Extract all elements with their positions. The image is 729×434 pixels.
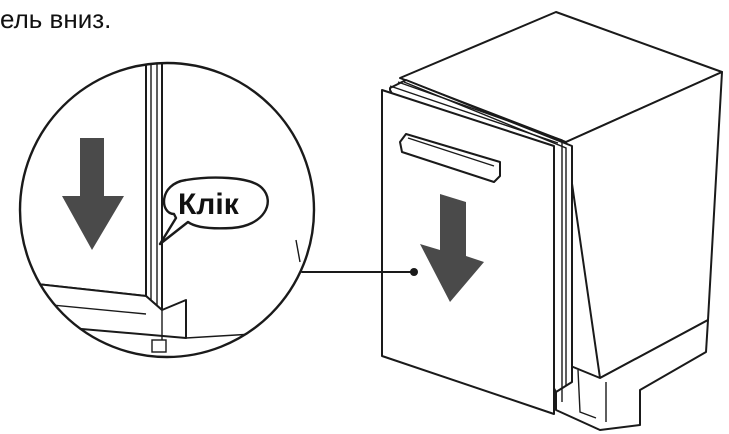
click-label: Клік: [178, 188, 240, 221]
dishwasher-body: [399, 11, 723, 431]
panel-bevel: [389, 85, 559, 144]
handle-bar: [399, 133, 501, 183]
detail-magnifier: Клік: [18, 61, 316, 359]
detail-edge-strip: [145, 63, 163, 311]
click-speech-bubble: Клік: [158, 176, 269, 246]
panel-top-edge: [397, 81, 563, 402]
detail-panel: [20, 63, 147, 297]
instruction-caption: ель вниз.: [0, 4, 112, 34]
cabinet-plinth: [555, 319, 709, 431]
arrow-down-icon: [420, 194, 484, 302]
detail-foot: [151, 339, 167, 353]
plinth-notch: [577, 369, 597, 419]
magnifier-ring: [18, 61, 316, 359]
arrow-down-icon: [62, 138, 124, 250]
panel-face: [381, 89, 555, 415]
bubble-shape: [158, 176, 269, 246]
door-handle: [399, 133, 501, 183]
detail-side-mark: [295, 239, 301, 263]
handle-edge: [407, 137, 495, 167]
door-frame-edge: [403, 81, 567, 386]
callout-anchor-dot: [410, 268, 418, 276]
front-panel: [381, 81, 563, 415]
